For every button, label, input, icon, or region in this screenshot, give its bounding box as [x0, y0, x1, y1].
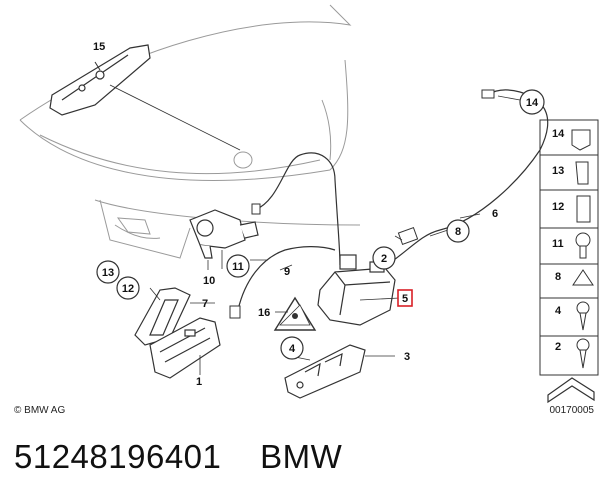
svg-text:7: 7 [202, 298, 208, 310]
callout-12: 12 [116, 276, 140, 300]
callout-10: 10 [203, 275, 215, 287]
cable-9 [237, 246, 336, 311]
cable-6 [379, 89, 549, 271]
svg-text:5: 5 [402, 293, 408, 305]
callout-16: 16 [258, 307, 270, 319]
cable-10 [254, 152, 341, 266]
svg-text:16: 16 [258, 307, 270, 319]
connector-8 [397, 226, 419, 246]
cable-clip-14 [481, 89, 495, 99]
part-7-seal [134, 287, 191, 346]
side-part-2-screw [576, 338, 590, 369]
side-part-12-nut [576, 195, 591, 223]
side-part-14-clip [571, 129, 591, 151]
diagram-id: 00170005 [549, 405, 595, 416]
svg-text:6: 6 [492, 208, 498, 220]
callout-1: 1 [196, 376, 202, 388]
svg-text:2: 2 [381, 253, 387, 265]
svg-text:4: 4 [289, 343, 296, 355]
callout-14: 14 [519, 89, 545, 115]
callout-9: 9 [284, 266, 290, 278]
svg-text:12: 12 [552, 201, 564, 213]
callout-6: 6 [492, 208, 498, 220]
callout-8: 8 [446, 219, 470, 243]
callout-11: 11 [226, 254, 250, 278]
svg-text:10: 10 [203, 275, 215, 287]
svg-text:13: 13 [552, 165, 564, 177]
caption-gap [221, 438, 260, 475]
part-1-handle-cover [149, 317, 221, 379]
svg-text:13: 13 [102, 267, 114, 279]
svg-text:3: 3 [404, 351, 410, 363]
svg-text:14: 14 [526, 97, 539, 109]
side-panel-labels: 14 13 12 11 8 4 2 [552, 128, 565, 353]
side-part-4-screw [576, 301, 590, 331]
part-16-warning-label [273, 296, 317, 331]
side-part-13-clip [575, 161, 589, 185]
side-panel [539, 119, 599, 376]
side-part-bracket [547, 377, 595, 404]
part-5-latch [317, 254, 396, 326]
leader-lines [149, 95, 521, 375]
svg-text:14: 14 [552, 128, 565, 140]
callout-3: 3 [404, 351, 410, 363]
callout-5: 5 [397, 289, 413, 307]
part-number: 51248196401 [14, 438, 222, 475]
part-15-handle [49, 44, 151, 116]
side-part-11-screw [575, 232, 591, 259]
svg-text:15: 15 [93, 41, 105, 53]
callout-4: 4 [280, 336, 304, 360]
svg-text:2: 2 [555, 341, 561, 353]
svg-text:9: 9 [284, 266, 290, 278]
svg-text:1: 1 [196, 376, 202, 388]
callout-15: 15 [93, 41, 105, 53]
copyright-text: © BMW AG [14, 405, 66, 416]
svg-text:4: 4 [555, 305, 562, 317]
callout-2: 2 [372, 246, 396, 270]
callout-7: 7 [202, 298, 208, 310]
part-10-actuator [189, 209, 259, 259]
connector-9 [229, 305, 241, 319]
brand-name: BMW [260, 438, 343, 475]
svg-text:11: 11 [552, 238, 564, 250]
svg-text:11: 11 [232, 261, 244, 273]
parts-diagram: 15 14 2 8 6 11 10 9 13 12 7 16 5 [19, 4, 599, 404]
svg-text:8: 8 [555, 271, 561, 283]
part-3-striker [284, 344, 366, 399]
connector-top [251, 203, 261, 215]
svg-text:8: 8 [455, 226, 461, 238]
caption: 51248196401 BMW [14, 438, 342, 476]
side-part-8-clip [572, 269, 594, 286]
svg-text:12: 12 [122, 283, 134, 295]
callout-13: 13 [96, 260, 120, 284]
